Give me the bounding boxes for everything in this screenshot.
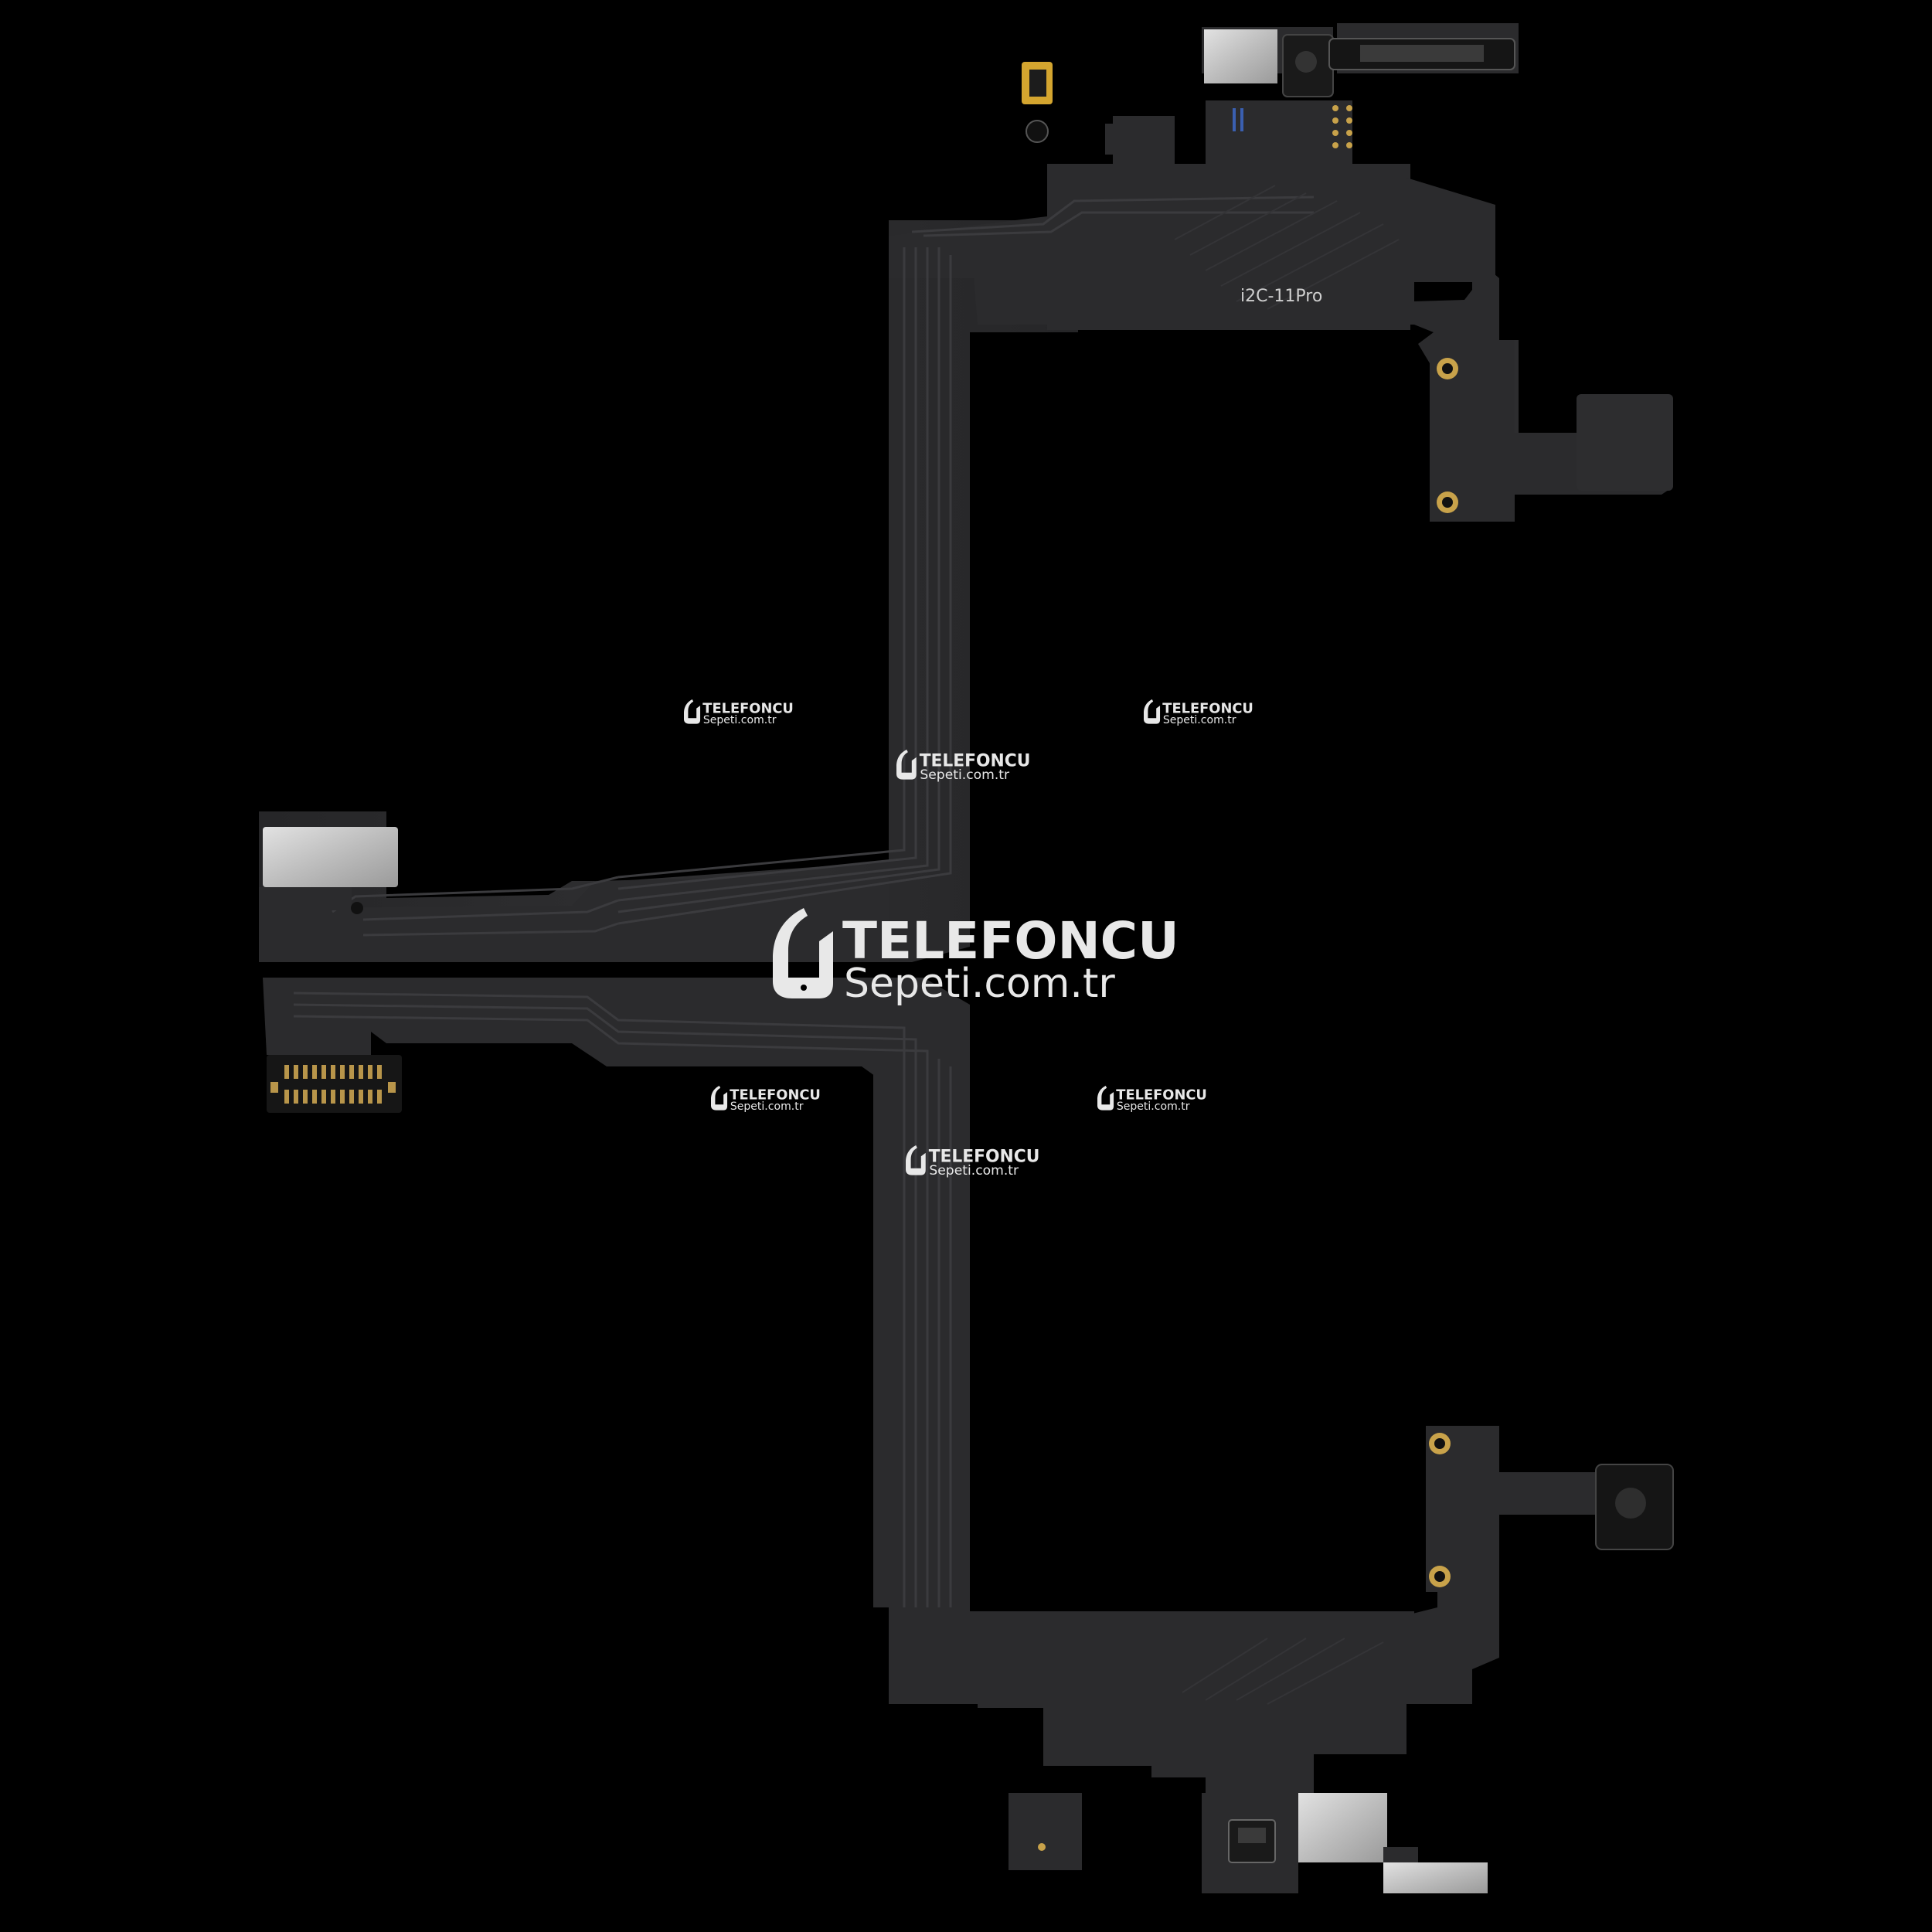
- phone-hand-logo-icon: [906, 1145, 926, 1175]
- watermark-small: TELEFONCU Sepeti.com.tr: [906, 1145, 1039, 1179]
- watermark-small: TELEFONCU Sepeti.com.tr: [711, 1086, 821, 1113]
- lower-flex-cable: [263, 978, 1674, 1893]
- phone-hand-logo-icon: [711, 1086, 728, 1111]
- gold-contact-pads: [1332, 105, 1352, 148]
- mounting-hole: [1437, 358, 1458, 379]
- metal-shield: [1298, 1793, 1387, 1862]
- svg-text:Sepeti.com.tr: Sepeti.com.tr: [1117, 1100, 1190, 1113]
- phone-hand-logo-icon: [1144, 699, 1161, 724]
- metal-stiffener-left: [263, 827, 398, 887]
- proximity-sensor: [1282, 34, 1515, 97]
- svg-text:Sepeti.com.tr: Sepeti.com.tr: [929, 1163, 1019, 1179]
- phone-hand-logo-icon: [1097, 1086, 1114, 1111]
- svg-text:TELEFONCU: TELEFONCU: [929, 1147, 1040, 1166]
- camera-sensor: [1228, 1819, 1276, 1863]
- watermark-text-line2: Sepeti.com.tr: [844, 961, 1115, 1007]
- watermark-small: TELEFONCU Sepeti.com.tr: [896, 750, 1030, 783]
- phone-hand-logo-icon: [896, 750, 917, 780]
- watermark-large: TELEFONCU Sepeti.com.tr: [773, 908, 1179, 1007]
- svg-text:Sepeti.com.tr: Sepeti.com.tr: [730, 1100, 804, 1113]
- svg-text:Sepeti.com.tr: Sepeti.com.tr: [1163, 714, 1236, 726]
- phone-hand-logo-icon: [773, 908, 833, 998]
- mounting-hole: [1429, 1566, 1451, 1587]
- mounting-hole: [1429, 1433, 1451, 1454]
- metal-shield: [1204, 29, 1277, 83]
- mounting-hole: [1437, 492, 1458, 513]
- svg-text:TELEFONCU: TELEFONCU: [1116, 1087, 1207, 1104]
- microphone-component: [1022, 62, 1053, 143]
- svg-text:TELEFONCU: TELEFONCU: [702, 701, 794, 717]
- watermark-small: TELEFONCU Sepeti.com.tr: [1097, 1086, 1207, 1113]
- watermark-small: TELEFONCU Sepeti.com.tr: [684, 699, 794, 726]
- upper-flex-cable: i2C-11Pro: [259, 23, 1673, 962]
- silkscreen-label: i2C-11Pro: [1240, 287, 1322, 306]
- svg-text:TELEFONCU: TELEFONCU: [1162, 701, 1253, 717]
- svg-text:Sepeti.com.tr: Sepeti.com.tr: [703, 714, 777, 726]
- board-connector: [267, 1055, 402, 1113]
- sensor-module-right: [1595, 1464, 1674, 1550]
- svg-text:TELEFONCU: TELEFONCU: [730, 1087, 821, 1104]
- watermark-text-line1: TELEFONCU: [842, 911, 1179, 971]
- phone-hand-logo-icon: [684, 699, 701, 724]
- svg-text:Sepeti.com.tr: Sepeti.com.tr: [920, 767, 1010, 783]
- metal-bracket-small: [1383, 1862, 1488, 1893]
- watermark-small: TELEFONCU Sepeti.com.tr: [1144, 699, 1253, 726]
- svg-text:TELEFONCU: TELEFONCU: [920, 751, 1031, 770]
